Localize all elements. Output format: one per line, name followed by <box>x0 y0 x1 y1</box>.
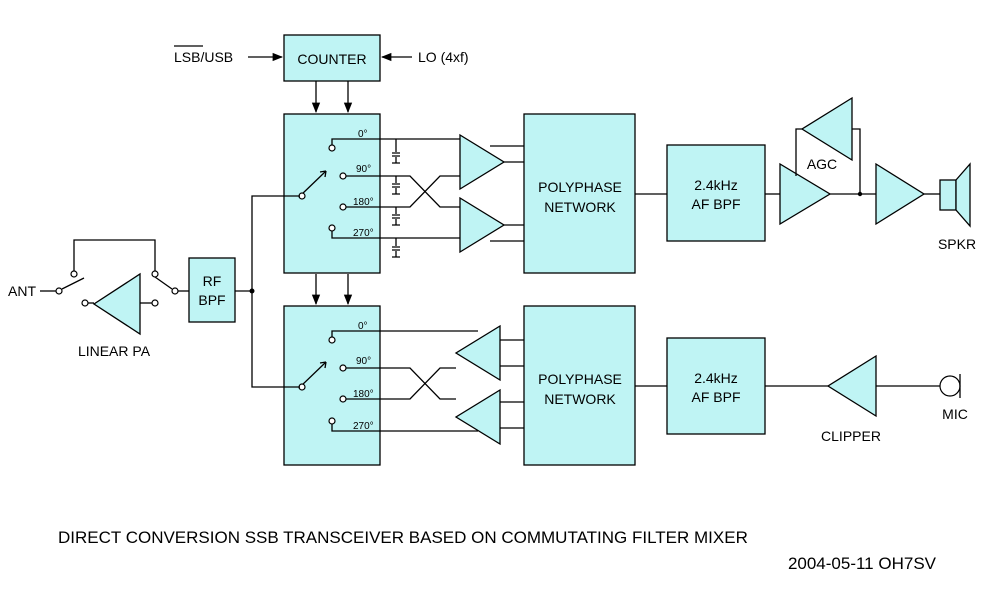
tx-phase-180: 180° <box>353 389 374 400</box>
lsb-label: LSB <box>174 49 200 65</box>
rx-commutating-mixer: 0° 90° 180° 270° <box>283 113 381 274</box>
lo-label: LO (4xf) <box>418 49 469 65</box>
spkr-label: SPKR <box>938 236 976 252</box>
tr-switch-left <box>61 270 89 307</box>
clipper-label: CLIPPER <box>821 428 881 444</box>
tx-af-bpf-label-line1: 2.4kHz <box>694 370 738 386</box>
tx-amp-to-mixer-wiring <box>380 330 478 432</box>
rx-af-bpf-label-line1: 2.4kHz <box>694 177 738 193</box>
tx-switch-arm <box>299 361 327 388</box>
speaker-amplifier <box>875 162 926 226</box>
rx-amp-lower <box>459 196 506 254</box>
tx-af-bpf: 2.4kHz AF BPF <box>666 337 766 435</box>
rx-af-bpf-label-line2: AF BPF <box>691 196 740 212</box>
tx-amp-upper <box>454 324 501 382</box>
rx-af-bpf: 2.4kHz AF BPF <box>666 144 766 242</box>
microphone-icon: MIC <box>939 374 968 422</box>
rx-switch-arm <box>299 170 327 197</box>
rf-bpf-label-line1: RF <box>203 273 222 289</box>
svg-text:LSB/USB: LSB/USB <box>174 49 233 65</box>
tx-polyphase-to-amp-wiring <box>500 339 524 429</box>
clipper-amplifier: CLIPPER <box>821 354 881 444</box>
mic-label: MIC <box>942 406 968 422</box>
linear-pa-label: LINEAR PA <box>78 343 151 359</box>
rx-amp-to-polyphase-wiring <box>490 145 524 242</box>
usb-label: /USB <box>200 49 233 65</box>
tx-commutating-mixer: 0° 90° 180° 270° <box>283 305 381 466</box>
caption-title: DIRECT CONVERSION SSB TRANSCEIVER BASED … <box>58 528 748 547</box>
caption-date-author: 2004-05-11 OH7SV <box>788 554 937 573</box>
rx-mixer-to-amp-wiring <box>380 138 460 239</box>
lsb-usb-input: LSB/USB <box>174 45 284 65</box>
rx-phase-90: 90° <box>356 164 371 175</box>
rx-polyphase-network: POLYPHASE NETWORK <box>523 113 636 274</box>
rf-bpf-label-line2: BPF <box>198 292 225 308</box>
agc-block: AGC <box>795 96 861 194</box>
agc-label: AGC <box>807 156 837 172</box>
tx-amp-lower <box>454 388 501 446</box>
linear-pa: LINEAR PA <box>78 272 151 359</box>
tr-switch-right <box>151 270 189 307</box>
rx-af-amplifier <box>779 162 832 226</box>
ant-label: ANT <box>8 283 36 299</box>
counter-label: COUNTER <box>297 51 366 67</box>
speaker-icon: SPKR <box>938 162 976 252</box>
counter-block: COUNTER <box>283 34 381 82</box>
lo-input: LO (4xf) <box>380 49 469 65</box>
tx-polyphase-label-line1: POLYPHASE <box>538 371 622 387</box>
rf-bpf-block: RF BPF <box>188 257 236 323</box>
tx-polyphase-network: POLYPHASE NETWORK <box>523 305 636 466</box>
tx-phase-90: 90° <box>356 356 371 367</box>
tx-phase-0: 0° <box>358 321 368 332</box>
antenna-input: ANT <box>8 283 63 299</box>
rx-amp-upper <box>459 133 506 191</box>
rf-to-mixers-wiring <box>235 195 300 388</box>
pa-bypass-wiring <box>73 239 156 304</box>
tx-af-bpf-label-line2: AF BPF <box>691 389 740 405</box>
rx-polyphase-label-line1: POLYPHASE <box>538 179 622 195</box>
rx-phase-180: 180° <box>353 197 374 208</box>
rx-polyphase-label-line2: NETWORK <box>544 199 616 215</box>
rx-filter-capacitors <box>392 139 400 258</box>
rx-phase-270: 270° <box>353 228 374 239</box>
tx-phase-270: 270° <box>353 421 374 432</box>
tx-polyphase-label-line2: NETWORK <box>544 391 616 407</box>
rx-phase-0: 0° <box>358 129 368 140</box>
